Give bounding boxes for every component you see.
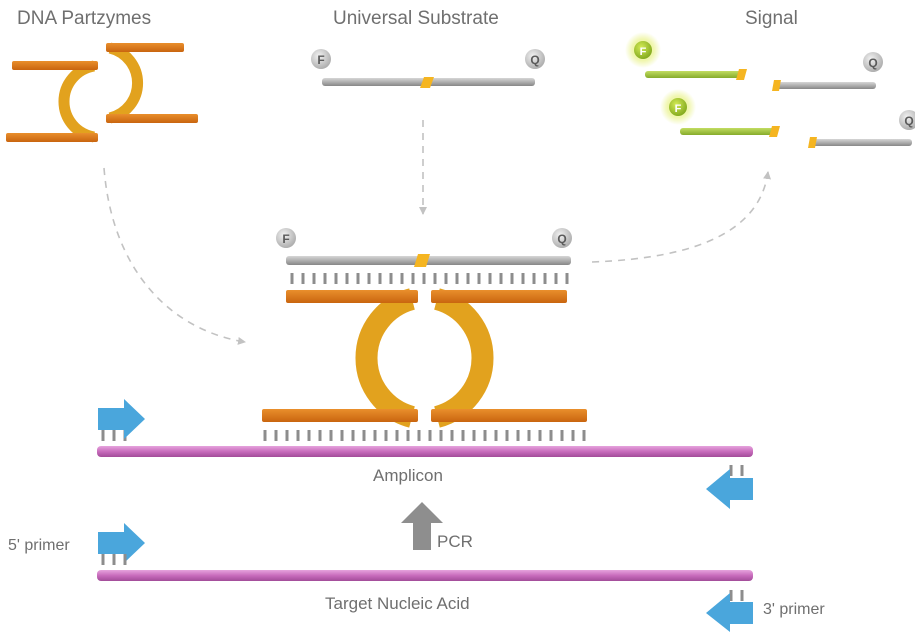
signal-quencher-letter-1: Q	[868, 56, 877, 70]
partzyme-b-target-arm	[431, 409, 587, 422]
five-prime-primer-label: 5' primer	[8, 537, 70, 554]
signal-quencher-1	[863, 52, 883, 72]
partzyme-a-loop	[58, 60, 96, 143]
signal-fluorophore-1	[634, 41, 652, 59]
signal-fluorophore-letter-2: F	[675, 103, 682, 115]
amplicon-strand	[97, 446, 753, 457]
universal-substrate: F Q	[311, 49, 545, 88]
substrate-quencher	[525, 49, 545, 69]
partzyme-a-catalytic-loop	[355, 288, 416, 428]
substrate-quencher-letter: Q	[530, 53, 539, 67]
amplicon-3-primer-ticks	[729, 465, 744, 476]
amplicon-base-pairs	[263, 430, 586, 441]
target-3-primer-ticks	[729, 590, 744, 601]
substrate-cleavage-site	[420, 77, 434, 88]
signal-fluorophore-letter-1: F	[640, 46, 647, 58]
signal-fragment-green-1	[645, 71, 745, 78]
target-strand	[97, 570, 753, 581]
amplicon-5-primer-ticks	[101, 430, 127, 441]
free-partzymes	[6, 42, 198, 143]
partzyme-b-catalytic-loop	[433, 288, 494, 428]
signal-quencher-letter-2: Q	[904, 114, 913, 128]
target-nucleic-acid-label: Target Nucleic Acid	[325, 594, 470, 613]
amplicon-label: Amplicon	[373, 466, 443, 485]
bound-substrate-strand	[286, 256, 571, 265]
amplicon-section	[97, 399, 753, 509]
target-section	[97, 523, 753, 632]
pcr-arrow	[401, 502, 443, 550]
partzyme-b-substrate-arm	[431, 290, 567, 303]
partzyme-a-top-arm	[12, 61, 98, 70]
complex-fluorophore	[276, 228, 296, 248]
target-reverse-primer-arrow	[706, 593, 753, 632]
partzyme-a-target-arm	[262, 409, 418, 422]
flow-arrows	[103, 120, 771, 345]
substrate-fluorophore	[311, 49, 331, 69]
mnazyme-complex: F Q	[262, 228, 587, 441]
complex-to-signal-arrow	[591, 171, 771, 263]
pcr-label: PCR	[437, 532, 473, 551]
amplicon-forward-primer-arrow	[98, 399, 145, 439]
three-prime-primer-label: 3' primer	[763, 601, 825, 618]
substrate-fluorophore-letter: F	[317, 53, 324, 67]
signal-fluorophore-2	[669, 98, 687, 116]
target-5-primer-ticks	[101, 554, 127, 565]
signal-fragment-green-2	[680, 128, 778, 135]
signal-quencher-2	[899, 110, 915, 130]
header-universal-substrate: Universal Substrate	[333, 8, 499, 29]
target-forward-primer-arrow	[98, 523, 145, 563]
complex-fluorophore-letter: F	[282, 232, 289, 246]
complex-quencher	[552, 228, 572, 248]
partzyme-a-substrate-arm	[286, 290, 418, 303]
amplicon-reverse-primer-arrow	[706, 469, 753, 509]
partzymes-to-complex-arrow	[103, 167, 246, 345]
partzyme-b-top-arm	[106, 43, 184, 52]
partzyme-b-loop	[108, 42, 144, 124]
signal-products: F Q F Q	[625, 32, 915, 148]
partzyme-a-bottom-arm	[6, 133, 98, 142]
signal-fragment-gray-2	[812, 139, 912, 146]
header-signal: Signal	[745, 8, 798, 29]
partzyme-b-bottom-arm	[106, 114, 198, 123]
header-dna-partzymes: DNA Partzymes	[17, 8, 152, 29]
signal-fragment-gray-1	[776, 82, 876, 89]
substrate-base-pairs	[290, 273, 569, 284]
bound-cleavage-site	[414, 254, 430, 267]
complex-quencher-letter: Q	[557, 232, 566, 246]
